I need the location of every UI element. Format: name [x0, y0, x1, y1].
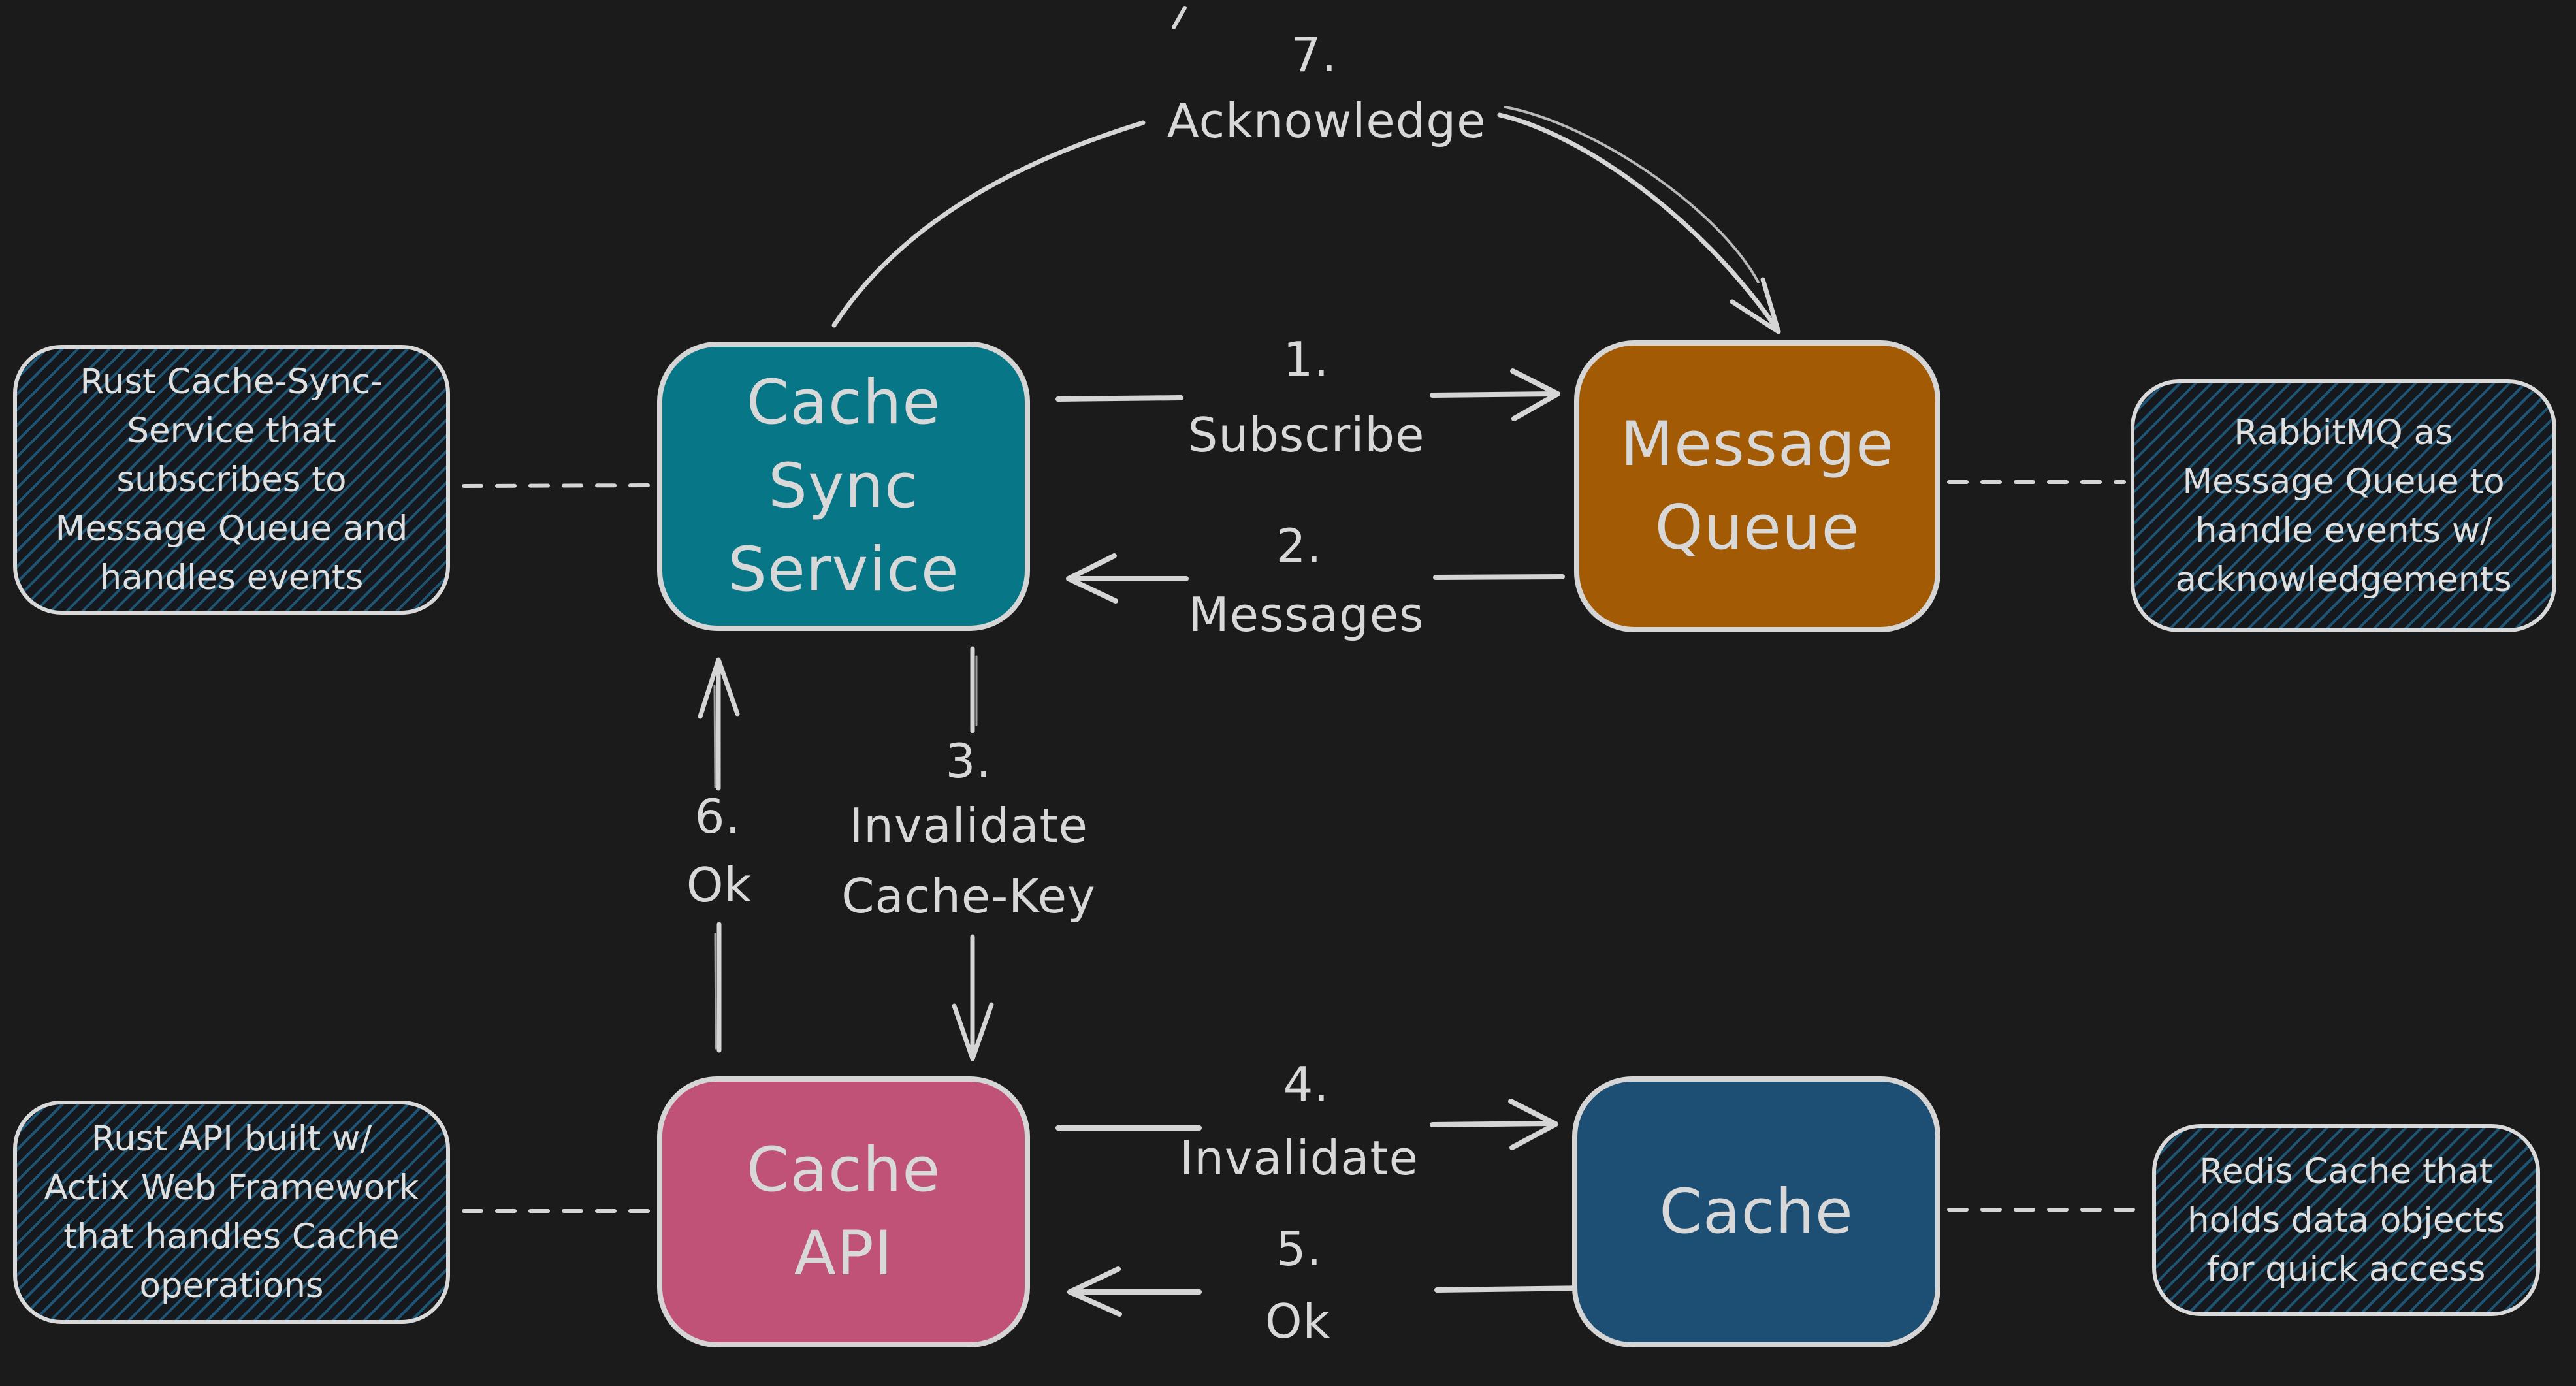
node-label-line: Cache	[746, 366, 941, 438]
stray-pen-mark	[1172, 6, 1187, 29]
node-label-line: Service	[728, 534, 959, 605]
edge-label-ok-from-api: Ok	[686, 858, 752, 912]
note-line: operations	[139, 1266, 324, 1306]
arrow-subscribe	[1055, 368, 1560, 421]
note-line: that handles Cache	[63, 1217, 400, 1257]
note-line: subscribes to	[116, 460, 347, 500]
note-line: Message Queue to	[2182, 461, 2505, 502]
edge-number-acknowledge: 7.	[1291, 27, 1338, 82]
edge-number-messages: 2.	[1276, 519, 1323, 573]
node-label-line: Message	[1620, 408, 1894, 480]
arrow-invalidate-cache-key	[952, 646, 994, 1061]
edge-label-subscribe: Subscribe	[1187, 408, 1425, 462]
note-line: Rust API built w/	[91, 1119, 372, 1159]
edge-label-ok-from-cache: Ok	[1264, 1294, 1331, 1349]
node-cache-sync-service: Cache Sync Service	[657, 342, 1030, 631]
arrow-ok-up	[698, 657, 740, 1053]
edge-number-invalidate-cache-key: 3.	[945, 733, 992, 788]
node-message-queue: Message Queue	[1574, 340, 1940, 632]
dashed-connector-note-to-cache-sync	[462, 483, 652, 488]
edge-number-invalidate: 4.	[1283, 1057, 1330, 1112]
note-line: Message Queue and	[55, 509, 408, 549]
arrow-invalidate	[1055, 1099, 1558, 1150]
note-cache-sync-service: Rust Cache-Sync- Service that subscribes…	[13, 345, 450, 615]
arrow-messages	[1066, 553, 1565, 604]
edge-label-invalidate-cache-key-line1: Invalidate	[849, 798, 1088, 853]
edge-number-ok-from-api: 6.	[694, 789, 741, 844]
node-label-line: API	[794, 1217, 894, 1289]
note-line: handles events	[99, 558, 364, 598]
note-line: Service that	[127, 411, 336, 451]
node-label-line: Queue	[1654, 492, 1860, 564]
note-line: holds data objects	[2187, 1200, 2505, 1240]
note-line: RabbitMQ as	[2234, 412, 2453, 453]
note-cache-redis: Redis Cache that holds data objects for …	[2152, 1124, 2540, 1316]
node-label-line: Cache	[746, 1134, 941, 1206]
edge-label-messages: Messages	[1188, 587, 1425, 642]
node-label-line: Cache	[1659, 1176, 1854, 1248]
arrow-ok-left	[1067, 1266, 1590, 1317]
note-message-queue: RabbitMQ as Message Queue to handle even…	[2131, 379, 2556, 632]
arrow-acknowledge-curve	[831, 106, 1781, 334]
note-line: handle events w/	[2195, 510, 2492, 551]
edge-label-acknowledge: Acknowledge	[1167, 93, 1487, 148]
note-line: Rust Cache-Sync-	[80, 362, 383, 402]
edge-label-invalidate-cache-key-line2: Cache-Key	[841, 869, 1096, 924]
note-line: Actix Web Framework	[44, 1168, 419, 1208]
edge-number-subscribe: 1.	[1283, 332, 1330, 387]
node-cache-api: Cache API	[657, 1076, 1030, 1347]
edge-number-ok-from-cache: 5.	[1276, 1221, 1323, 1276]
note-line: for quick access	[2206, 1249, 2486, 1289]
note-line: Redis Cache that	[2199, 1151, 2493, 1191]
edge-label-invalidate: Invalidate	[1180, 1131, 1419, 1185]
node-cache: Cache	[1572, 1076, 1940, 1347]
note-cache-api: Rust API built w/ Actix Web Framework th…	[13, 1101, 450, 1324]
node-label-line: Sync	[768, 450, 919, 522]
note-line: acknowledgements	[2175, 559, 2512, 600]
